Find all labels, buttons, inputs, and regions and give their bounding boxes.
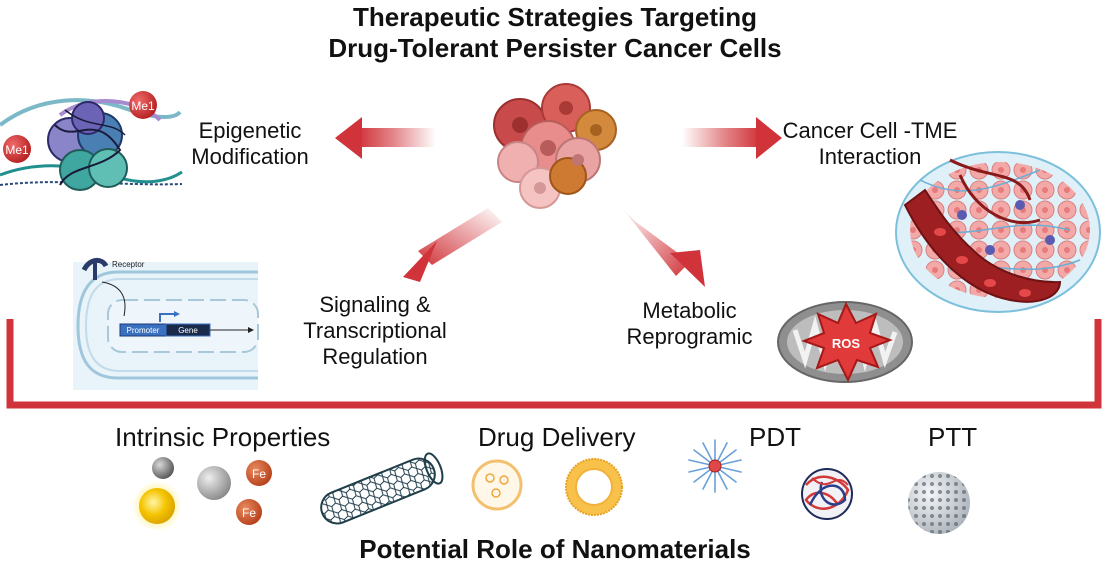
metabolic-label-line-2: Reprogramic xyxy=(626,324,753,349)
metal-nanoparticle-small-icon xyxy=(152,457,174,479)
epigenetic-label: Epigenetic Modification xyxy=(191,118,309,170)
pdt-label: PDT xyxy=(749,422,801,452)
epigenetic-label-line-2: Modification xyxy=(191,144,309,169)
ros-label: ROS xyxy=(832,336,861,351)
metabolic-label: Metabolic Reprogramic xyxy=(612,298,767,350)
title-line-2: Drug-Tolerant Persister Cancer Cells xyxy=(328,33,782,63)
tumor-microenvironment-icon xyxy=(895,151,1101,313)
title-line-1: Therapeutic Strategies Targeting xyxy=(352,2,758,32)
cancer-cell-cluster-icon xyxy=(493,83,617,209)
vesicle-shell-icon xyxy=(565,458,623,516)
drug-delivery-label: Drug Delivery xyxy=(478,422,636,452)
tme-label-line-2: Interaction xyxy=(818,144,922,169)
arrow-right xyxy=(682,117,782,159)
polymer-nanoparticle-pdt-icon xyxy=(801,468,853,520)
intrinsic-properties-label: Intrinsic Properties xyxy=(115,422,331,452)
svg-text:Fe: Fe xyxy=(242,506,256,520)
signaling-label: Signaling & Transcriptional Regulation xyxy=(290,292,460,370)
svg-text:Me1: Me1 xyxy=(131,99,155,113)
metabolic-label-line-1: Metabolic xyxy=(642,298,737,323)
footer-title: Potential Role of Nanomaterials xyxy=(359,534,751,564)
porous-nanoparticle-ptt-icon xyxy=(908,472,970,534)
arrow-left xyxy=(335,117,436,159)
nucleosome-dna-icon xyxy=(0,98,183,191)
signaling-label-line-3: Regulation xyxy=(322,344,428,369)
promoter-label: Promoter xyxy=(127,326,160,335)
receptor-label: Receptor xyxy=(112,260,145,269)
ros-burst-icon: ROS xyxy=(801,301,893,383)
ptt-label: PTT xyxy=(928,422,978,452)
micelle-pdt-icon xyxy=(688,439,742,493)
svg-text:Fe: Fe xyxy=(252,467,266,481)
signaling-cell-icon: Receptor Promoter Gene xyxy=(73,258,259,390)
arrow-down-right xyxy=(622,208,705,287)
arrow-down-left xyxy=(403,208,502,282)
tme-label: Cancer Cell -TME Interaction xyxy=(780,118,960,170)
me1-mark-right: Me1 xyxy=(129,91,157,119)
tme-label-line-1: Cancer Cell -TME xyxy=(782,118,958,143)
me1-mark-left: Me1 xyxy=(3,135,31,163)
gene-label: Gene xyxy=(178,326,198,335)
svg-text:Me1: Me1 xyxy=(5,143,29,157)
bracket-frame xyxy=(6,319,1102,409)
metal-nanoparticle-large-icon xyxy=(197,466,231,500)
iron-nanoparticle-bottom-icon: Fe xyxy=(236,499,262,525)
signaling-label-line-1: Signaling & xyxy=(319,292,431,317)
carbon-nanotube-icon xyxy=(320,452,444,525)
iron-nanoparticle-top-icon: Fe xyxy=(246,460,272,486)
gold-nanoparticle-icon xyxy=(132,481,182,531)
liposome-cargo-icon xyxy=(471,459,523,511)
signaling-label-line-2: Transcriptional xyxy=(303,318,447,343)
epigenetic-label-line-1: Epigenetic xyxy=(198,118,302,143)
